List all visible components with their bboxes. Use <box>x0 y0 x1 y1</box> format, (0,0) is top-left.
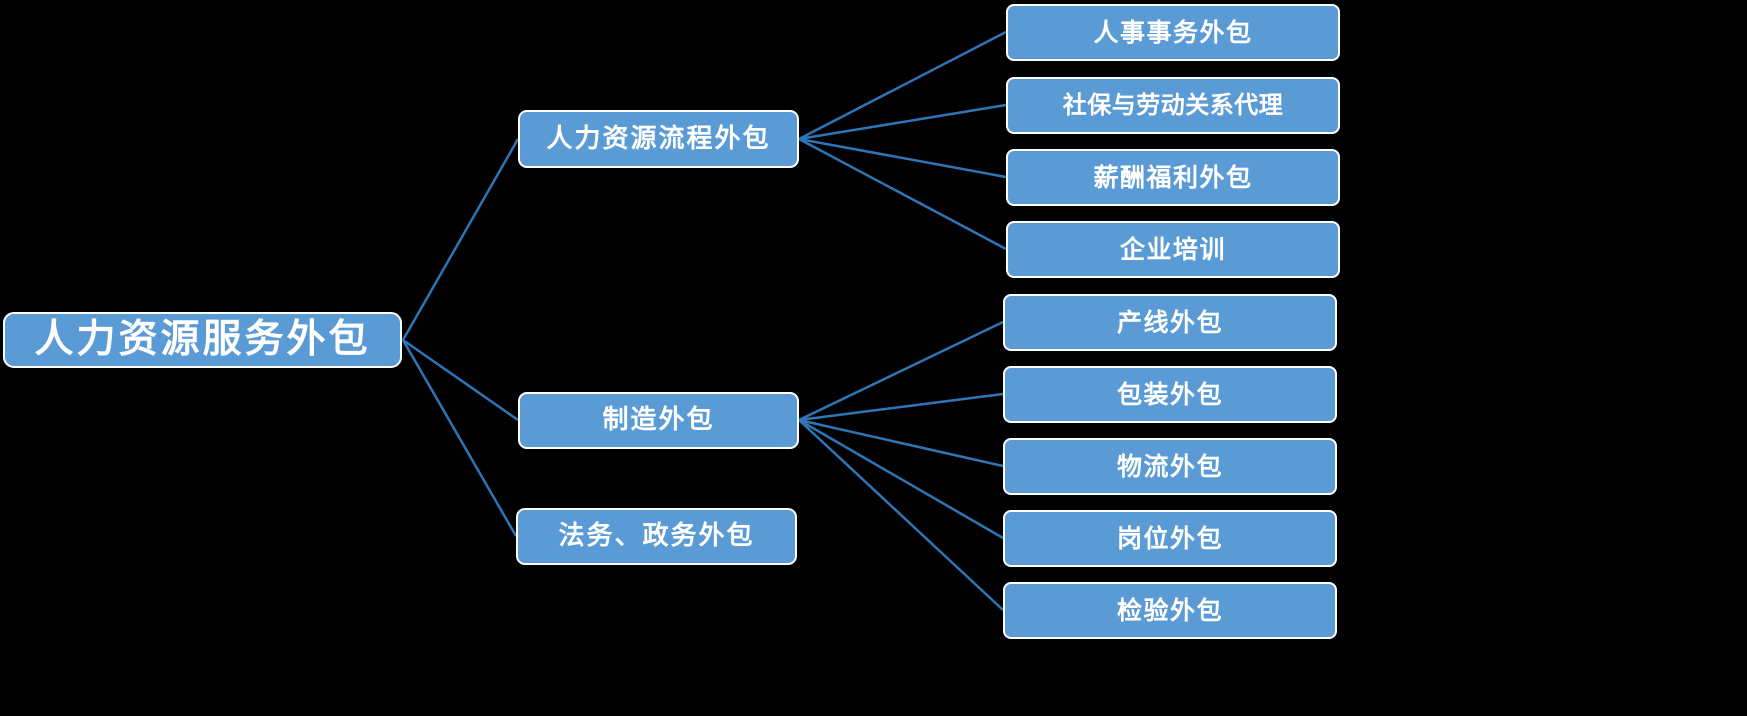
node-leaf-position-label: 岗位外包 <box>1116 523 1223 553</box>
link-hr-to-leaf-2 <box>798 103 1007 141</box>
node-root[interactable]: 人力资源服务外包 <box>3 312 402 368</box>
link-root-to-legal <box>401 339 518 537</box>
link-mfg-to-leaf-4 <box>798 418 1004 540</box>
node-leaf-compensation[interactable]: 薪酬福利外包 <box>1006 149 1340 206</box>
node-leaf-production-line-label: 产线外包 <box>1116 307 1223 337</box>
node-root-label: 人力资源服务外包 <box>34 316 371 362</box>
node-leaf-hr-affairs-label: 人事事务外包 <box>1093 17 1253 47</box>
link-hr-to-leaf-1 <box>798 30 1007 141</box>
node-branch-manufacturing[interactable]: 制造外包 <box>518 392 799 449</box>
link-mfg-to-leaf-1 <box>798 320 1004 422</box>
node-leaf-inspection[interactable]: 检验外包 <box>1003 582 1337 639</box>
link-mfg-to-leaf-2 <box>798 392 1004 422</box>
link-hr-to-leaf-3 <box>798 137 1007 179</box>
node-leaf-packaging-label: 包装外包 <box>1116 379 1223 409</box>
node-leaf-training-label: 企业培训 <box>1119 234 1226 264</box>
node-leaf-compensation-label: 薪酬福利外包 <box>1093 162 1253 192</box>
node-leaf-inspection-label: 检验外包 <box>1116 595 1223 625</box>
node-leaf-packaging[interactable]: 包装外包 <box>1003 366 1337 423</box>
node-branch-manufacturing-label: 制造外包 <box>602 405 715 436</box>
node-leaf-training[interactable]: 企业培训 <box>1006 221 1340 278</box>
node-leaf-logistics-label: 物流外包 <box>1116 451 1223 481</box>
node-leaf-hr-affairs[interactable]: 人事事务外包 <box>1006 4 1340 61</box>
link-mfg-to-leaf-3 <box>798 418 1004 468</box>
node-leaf-position[interactable]: 岗位外包 <box>1003 510 1337 567</box>
node-branch-legal-gov[interactable]: 法务、政务外包 <box>516 508 797 565</box>
link-root-to-hr <box>401 138 520 341</box>
node-leaf-logistics[interactable]: 物流外包 <box>1003 438 1337 495</box>
link-mfg-to-leaf-5 <box>798 419 1004 611</box>
node-leaf-social-insurance[interactable]: 社保与劳动关系代理 <box>1006 77 1340 134</box>
link-hr-to-leaf-4 <box>798 137 1007 251</box>
node-branch-hr-process-label: 人力资源流程外包 <box>546 123 771 154</box>
link-root-to-mfg <box>402 338 519 422</box>
node-leaf-production-line[interactable]: 产线外包 <box>1003 294 1337 351</box>
node-leaf-social-insurance-label: 社保与劳动关系代理 <box>1062 91 1284 120</box>
node-branch-legal-gov-label: 法务、政务外包 <box>558 521 755 552</box>
node-branch-hr-process[interactable]: 人力资源流程外包 <box>518 110 799 168</box>
